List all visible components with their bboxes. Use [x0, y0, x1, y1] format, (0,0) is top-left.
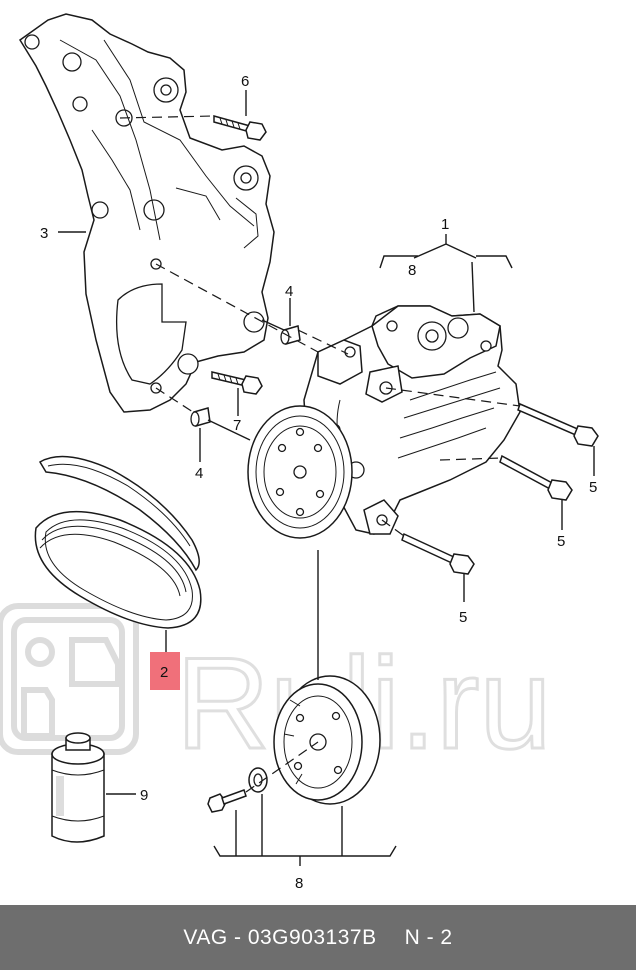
watermark-oil-can-icon — [21, 687, 55, 739]
parts-diagram: Ruli.ru — [0, 13, 599, 892]
belt-part-2 — [34, 455, 202, 629]
part-2-highlight — [150, 652, 180, 690]
footer-position: N - 2 — [404, 925, 453, 949]
bushing-part-4-b — [190, 407, 211, 427]
callout-8-bottom: 8 — [295, 875, 303, 892]
bolt-part-5-b — [499, 454, 573, 501]
callout-6: 6 — [241, 73, 249, 90]
callout-1: 1 — [441, 216, 449, 233]
callouts: 1 8 3 6 4 7 4 5 5 5 2 9 8 — [40, 73, 597, 892]
bolt-part-8 — [207, 741, 319, 813]
footer-bar: VAG - 03G903137B N - 2 — [0, 905, 636, 970]
compressor-part-1 — [247, 305, 521, 539]
callout-5-a: 5 — [589, 479, 597, 496]
callout-5-c: 5 — [459, 609, 467, 626]
callout-5-b: 5 — [557, 533, 565, 550]
callout-2: 2 — [160, 664, 168, 681]
callout-7: 7 — [233, 417, 241, 434]
bolt-part-6 — [213, 115, 267, 141]
callout-8-top: 8 — [408, 262, 416, 279]
watermark-door-icon — [69, 637, 121, 687]
callout-3: 3 — [40, 225, 48, 242]
callout-4-top: 4 — [285, 283, 293, 300]
callout-9: 9 — [140, 787, 148, 804]
watermark-headlight-icon — [25, 637, 55, 667]
bolt-part-7 — [211, 371, 263, 395]
leader-lines — [58, 90, 595, 866]
bolt-part-5-c — [401, 532, 475, 575]
oil-can-part-9 — [51, 732, 105, 843]
alignment-lines — [119, 115, 521, 537]
footer-part-number: VAG - 03G903137B — [183, 925, 377, 949]
bracket-part-3 — [18, 13, 275, 413]
callout-4-bottom: 4 — [195, 465, 203, 482]
bolt-part-5-a — [517, 402, 599, 447]
